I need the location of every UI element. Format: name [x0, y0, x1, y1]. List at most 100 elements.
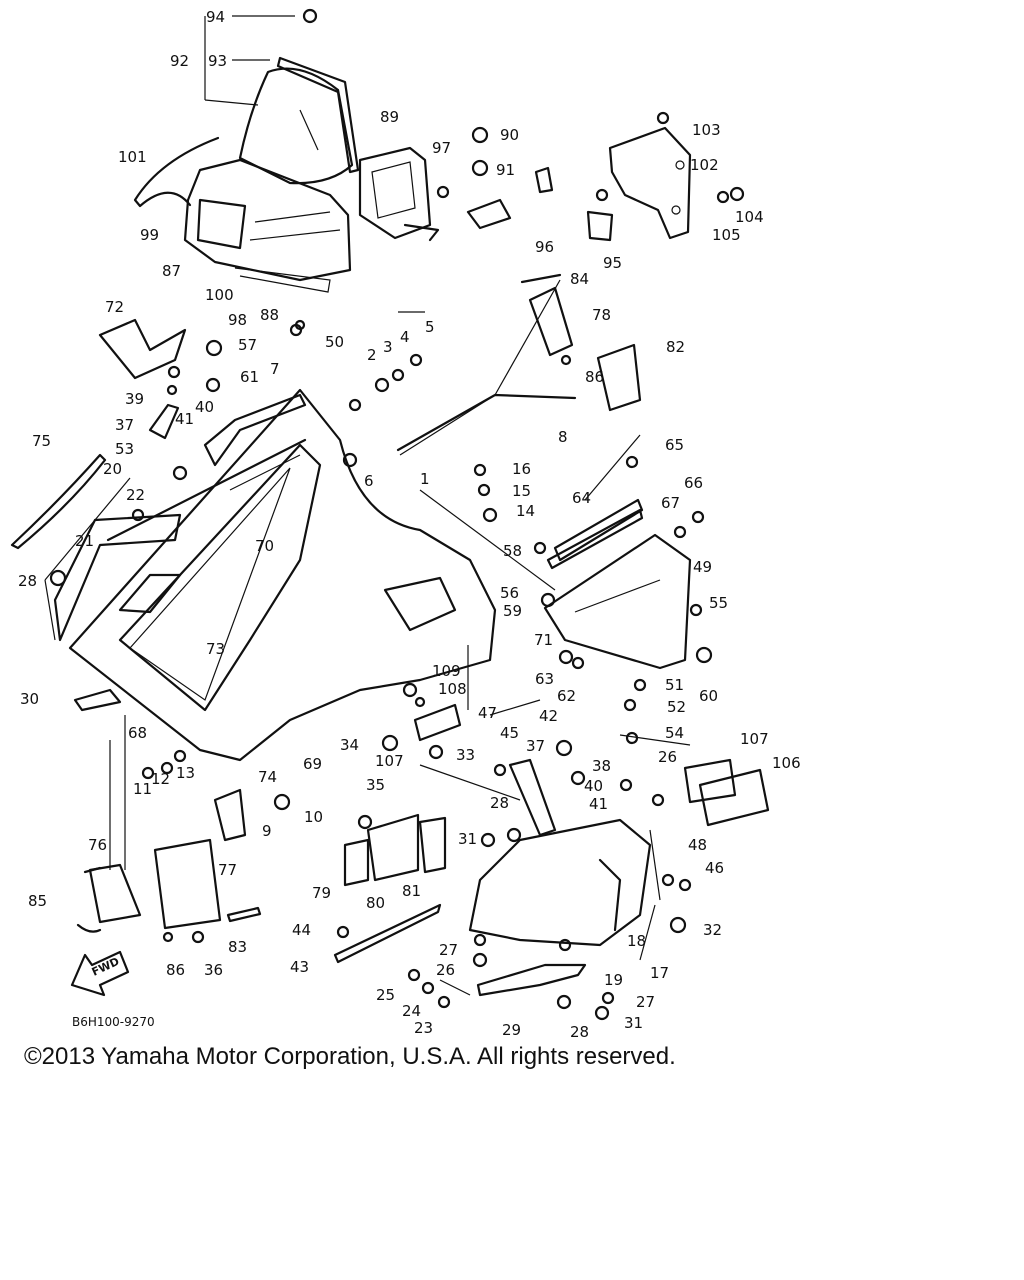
- trim-strip-part-70: [106, 438, 307, 542]
- part-label-76: 76: [88, 836, 107, 854]
- part-label-80: 80: [366, 894, 385, 912]
- part-label-85: 85: [28, 892, 47, 910]
- part-label-67: 67: [661, 494, 680, 512]
- part-label-27: 27: [636, 993, 655, 1011]
- bracket-part-30: [73, 688, 122, 712]
- side-panel-part-49: [543, 498, 692, 670]
- part-label-62: 62: [557, 687, 576, 705]
- bracket-part-45: [508, 758, 557, 837]
- part-label-69: 69: [303, 755, 322, 773]
- strip-part-85: [76, 866, 102, 933]
- part-label-41: 41: [589, 795, 608, 813]
- part-label-23: 23: [414, 1019, 433, 1037]
- part-label-58: 58: [503, 542, 522, 560]
- part-label-33: 33: [456, 746, 475, 764]
- part-label-55: 55: [709, 594, 728, 612]
- part-label-21: 21: [75, 532, 94, 550]
- part-label-14: 14: [516, 502, 535, 520]
- part-label-15: 15: [512, 482, 531, 500]
- part-label-83: 83: [228, 938, 247, 956]
- cable-part-8: [396, 393, 577, 452]
- part-label-6: 6: [364, 472, 374, 490]
- part-label-90: 90: [500, 126, 519, 144]
- part-label-11: 11: [133, 780, 152, 798]
- rail-part-43: [333, 903, 442, 964]
- mount-part-96: [466, 166, 554, 230]
- part-label-101: 101: [118, 148, 147, 166]
- part-label-38: 38: [592, 757, 611, 775]
- part-label-22: 22: [126, 486, 145, 504]
- part-label-74: 74: [258, 768, 277, 786]
- part-label-102: 102: [690, 156, 719, 174]
- part-label-50: 50: [325, 333, 344, 351]
- part-label-79: 79: [312, 884, 331, 902]
- part-label-107: 107: [375, 752, 404, 770]
- windshield-part: [238, 56, 360, 185]
- bracket-part-7: [203, 393, 307, 467]
- part-label-72: 72: [105, 298, 124, 316]
- part-label-109: 109: [432, 662, 461, 680]
- part-label-64: 64: [572, 489, 591, 507]
- part-label-43: 43: [290, 958, 309, 976]
- part-label-26: 26: [436, 961, 455, 979]
- part-label-31: 31: [458, 830, 477, 848]
- part-label-48: 48: [688, 836, 707, 854]
- part-label-18: 18: [627, 932, 646, 950]
- decal-part-72: [98, 318, 187, 380]
- part-label-53: 53: [115, 440, 134, 458]
- part-label-25: 25: [376, 986, 395, 1004]
- part-label-37: 37: [526, 737, 545, 755]
- part-label-34: 34: [340, 736, 359, 754]
- cover-part-77: [153, 838, 222, 930]
- cover-part-76: [88, 863, 142, 924]
- part-label-28: 28: [570, 1023, 589, 1041]
- part-label-29: 29: [502, 1021, 521, 1039]
- part-label-66: 66: [684, 474, 703, 492]
- bracket-part-9: [213, 788, 247, 842]
- part-label-26: 26: [658, 748, 677, 766]
- bracket-part-64: [546, 508, 644, 570]
- trim-strip-part-75: [10, 453, 107, 550]
- trim-strip-part-101: [133, 136, 220, 208]
- part-label-5: 5: [425, 318, 435, 336]
- part-label-100: 100: [205, 286, 234, 304]
- part-label-63: 63: [535, 670, 554, 688]
- part-label-84: 84: [570, 270, 589, 288]
- part-label-2: 2: [367, 346, 377, 364]
- part-label-96: 96: [535, 238, 554, 256]
- part-label-7: 7: [270, 360, 280, 378]
- part-label-28: 28: [490, 794, 509, 812]
- part-label-36: 36: [204, 961, 223, 979]
- part-label-75: 75: [32, 432, 51, 450]
- part-label-70: 70: [255, 537, 274, 555]
- part-label-17: 17: [650, 964, 669, 982]
- drawing-code: B6H100-9270: [72, 1015, 155, 1029]
- part-label-24: 24: [402, 1002, 421, 1020]
- part-label-28: 28: [18, 572, 37, 590]
- part-label-95: 95: [603, 254, 622, 272]
- part-label-98: 98: [228, 311, 247, 329]
- part-label-8: 8: [558, 428, 568, 446]
- plate-part-106: [683, 758, 770, 827]
- part-label-20: 20: [103, 460, 122, 478]
- part-label-87: 87: [162, 262, 181, 280]
- part-label-44: 44: [292, 921, 311, 939]
- part-label-51: 51: [665, 676, 684, 694]
- part-label-49: 49: [693, 558, 712, 576]
- part-label-4: 4: [400, 328, 410, 346]
- part-label-88: 88: [260, 306, 279, 324]
- panel-group-79-81: [343, 813, 447, 887]
- part-label-93: 93: [208, 52, 227, 70]
- part-label-59: 59: [503, 602, 522, 620]
- part-label-30: 30: [20, 690, 39, 708]
- bracket-part-37: [148, 403, 180, 440]
- part-label-35: 35: [366, 776, 385, 794]
- part-label-71: 71: [534, 631, 553, 649]
- part-label-86: 86: [585, 368, 604, 386]
- part-label-108: 108: [438, 680, 467, 698]
- part-label-82: 82: [666, 338, 685, 356]
- part-label-107: 107: [740, 730, 769, 748]
- part-label-97: 97: [432, 139, 451, 157]
- part-label-3: 3: [383, 338, 393, 356]
